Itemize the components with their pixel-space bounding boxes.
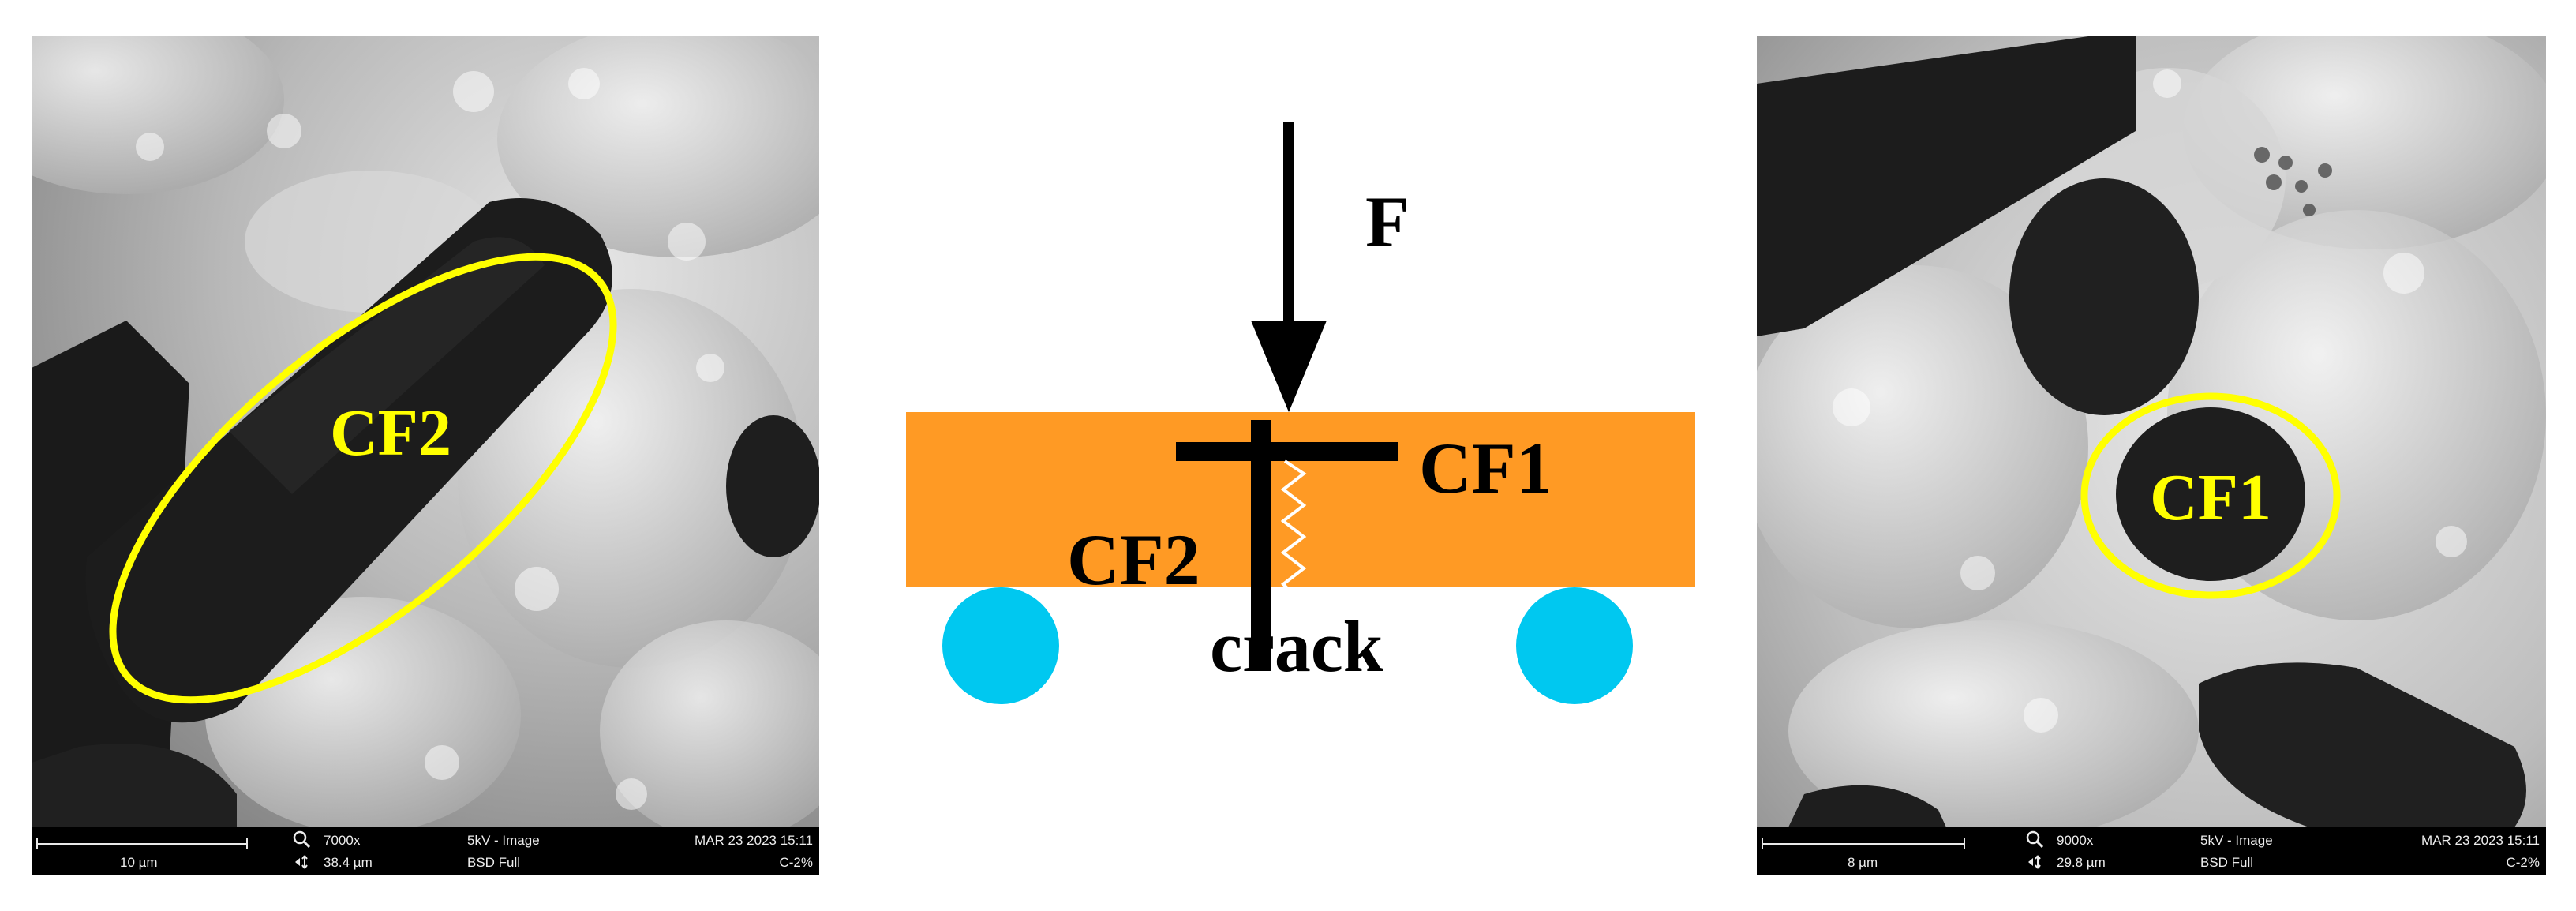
field-width-value: 38.4 µm	[324, 855, 373, 870]
beam-mode: 5kV - Image	[467, 833, 540, 848]
scale-bar	[1762, 838, 1965, 849]
zoom-icon	[2026, 830, 2044, 849]
scale-label: 8 µm	[1848, 855, 1878, 870]
field-width-icon	[295, 855, 308, 869]
fiber-label-left: CF2	[330, 396, 451, 470]
field-width-value: 29.8 µm	[2057, 855, 2106, 870]
sem-micrograph-left: CF2	[32, 36, 819, 827]
sem-image-left: CF2 10 µm 7000x 38.4 µm 5kV - Image BSD …	[32, 36, 819, 875]
crack-line	[1280, 459, 1307, 602]
three-point-bending-schematic: F CF1 CF2 crack	[906, 122, 1695, 704]
scale-label: 10 µm	[120, 855, 158, 870]
sample-id: C-2%	[2506, 855, 2540, 870]
fiber-label-cf1: CF1	[1419, 428, 1552, 508]
magnification-value: 7000x	[324, 833, 361, 848]
sem-databar-right: 8 µm 9000x 29.8 µm 5kV - Image BSD Full …	[1757, 827, 2546, 875]
zoom-icon	[293, 830, 311, 849]
capture-date: MAR 23 2023 15:11	[695, 833, 813, 848]
fiber-cf2	[1251, 420, 1271, 671]
fiber-label-right: CF1	[2150, 461, 2271, 534]
left-support	[942, 587, 1059, 704]
sem-image-right: CF1 8 µm 9000x 29.8 µm 5kV - Image BSD F…	[1757, 36, 2546, 875]
fiber-cf1	[1176, 442, 1398, 461]
fiber-label-cf2: CF2	[1067, 519, 1200, 600]
beam-mode: 5kV - Image	[2200, 833, 2273, 848]
field-width-icon	[2028, 855, 2041, 869]
capture-date: MAR 23 2023 15:11	[2421, 833, 2540, 848]
sem-micrograph-right: CF1	[1757, 36, 2546, 827]
force-arrow-head	[1251, 321, 1327, 412]
force-label: F	[1365, 182, 1410, 262]
sem-databar-left: 10 µm 7000x 38.4 µm 5kV - Image BSD Full…	[32, 827, 819, 875]
detector-name: BSD Full	[2200, 855, 2254, 870]
scale-bar	[36, 838, 248, 849]
crack-label: crack	[1210, 606, 1384, 687]
sample-id: C-2%	[779, 855, 813, 870]
detector-name: BSD Full	[467, 855, 521, 870]
specimen-beam	[906, 412, 1695, 587]
right-support	[1516, 587, 1633, 704]
magnification-value: 9000x	[2057, 833, 2094, 848]
